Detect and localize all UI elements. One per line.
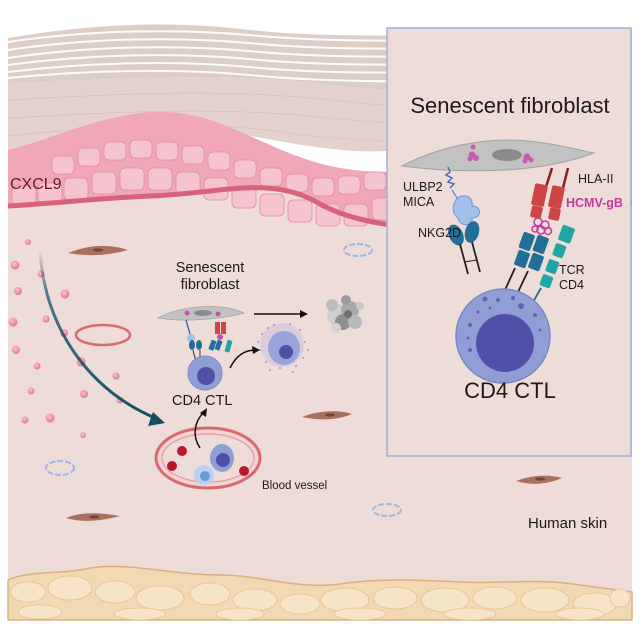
inset-cd4-ctl-label: CD4 CTL [464, 378, 556, 403]
ulbp2-mica-label: ULBP2 MICA [403, 180, 443, 210]
cd4-ctl-label: CD4 CTL [172, 393, 233, 409]
extravasation-arrowhead [200, 408, 207, 417]
cxcl9-chemokines [8, 239, 124, 438]
cell-debris [326, 295, 364, 333]
inset-title: Senescent fibroblast [410, 93, 610, 118]
ulbp2-mica-ligand [444, 166, 480, 226]
inset-senescent-fibroblast [400, 139, 596, 172]
tcr-cd4-label: TCR CD4 [559, 263, 585, 293]
apoptotic-fibroblast [257, 323, 309, 373]
cd4-coreceptor [532, 224, 575, 303]
ulbp2-label: ULBP2 [403, 180, 443, 194]
hla-ii-molecule [530, 167, 570, 221]
senescent-fibroblast-label: Senescent fibroblast [140, 260, 280, 294]
blood-vessel-label: Blood vessel [262, 480, 328, 492]
tcr-label: TCR [559, 263, 585, 277]
cxcl9-label: CXCL9 [10, 176, 62, 193]
nkg2d-receptor [448, 221, 481, 275]
inset-cd4-ctl [455, 288, 551, 384]
hcmv-gb-label: HCMV-gB [566, 196, 623, 210]
killing-arrowhead [252, 346, 260, 354]
extravasation-arrow [194, 411, 205, 449]
small-cd4-ctl [187, 355, 223, 391]
hla-ii-label: HLA-II [578, 172, 614, 186]
capillary [74, 323, 132, 347]
hcmv-gb-antigen [531, 217, 553, 236]
clearance-arrowhead [300, 310, 308, 318]
cd4-label: CD4 [559, 278, 585, 292]
mica-label: MICA [403, 195, 435, 209]
lymphatic-vessels [45, 243, 402, 517]
nkg2d-label: NKG2D [418, 226, 462, 240]
blood-vessel [154, 426, 262, 490]
senescent-fibroblast-label-line2: fibroblast [180, 277, 240, 293]
inset-panel [386, 27, 632, 457]
fibroblast-nuclei [89, 248, 545, 519]
migration-arrow [38, 249, 156, 420]
migration-arrowhead [148, 412, 165, 426]
senescent-fibroblast-label-line1: Senescent [175, 260, 245, 276]
human-skin-label: Human skin [528, 515, 608, 532]
tcr-receptor [504, 231, 549, 293]
subcutaneous-fat [7, 565, 633, 621]
small-senescent-fibroblast [156, 306, 246, 321]
epidermis-cells [11, 139, 397, 227]
